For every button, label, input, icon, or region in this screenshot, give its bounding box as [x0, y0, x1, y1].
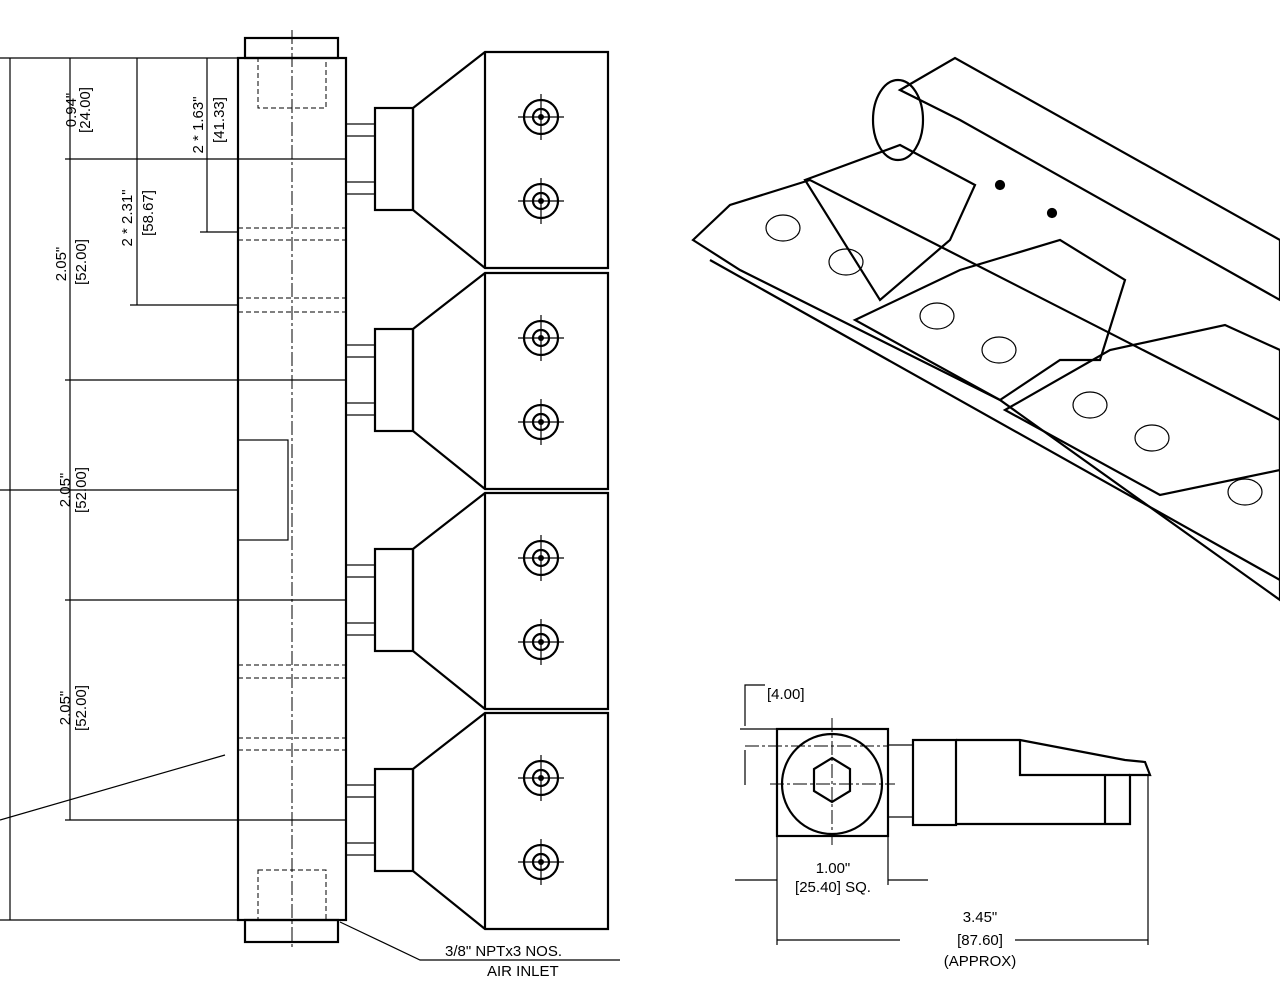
svg-text:[52.00]: [52.00] [73, 467, 90, 513]
svg-text:[52.00]: [52.00] [73, 685, 90, 731]
dim-2.05-a: 2.05" [52.00] [53, 239, 90, 285]
dim-side-square: 1.00" [25.40] SQ. [795, 860, 871, 896]
svg-text:3/8" NPTx3 NOS.: 3/8" NPTx3 NOS. [445, 943, 562, 960]
dim-0.94: 0.94" [24.00] [63, 87, 94, 133]
svg-text:[25.40] SQ.: [25.40] SQ. [795, 879, 871, 896]
manifold-body [236, 30, 348, 950]
svg-text:AIR INLET: AIR INLET [487, 963, 559, 980]
svg-text:2.05": 2.05" [57, 691, 74, 726]
svg-text:1.00": 1.00" [816, 860, 851, 877]
nozzle [345, 50, 610, 270]
svg-text:[87.60]: [87.60] [957, 932, 1003, 949]
svg-text:[58.67]: [58.67] [140, 190, 157, 236]
dimension-lines [0, 57, 620, 961]
dim-2.05-c: 2.05" [52.00] [57, 685, 90, 731]
svg-text:[24.00]: [24.00] [77, 87, 94, 133]
isometric-view [691, 56, 1280, 602]
nozzle [345, 711, 610, 931]
dim-2.05-b: 2.05" [52.00] [57, 467, 90, 513]
svg-text:2.05": 2.05" [57, 473, 74, 508]
svg-text:0.94": 0.94" [63, 93, 80, 128]
side-view [745, 718, 1152, 845]
svg-text:[4.00]: [4.00] [767, 686, 805, 703]
dim-1.63: 2 * 1.63" [41.33] [190, 96, 228, 153]
svg-text:2 * 1.63": 2 * 1.63" [190, 96, 207, 153]
svg-text:[41.33]: [41.33] [211, 97, 228, 143]
dim-2.31: 2 * 2.31" [58.67] [119, 189, 157, 246]
svg-text:2 * 2.31": 2 * 2.31" [119, 189, 136, 246]
svg-text:3.45": 3.45" [963, 909, 998, 926]
dim-side-length: 3.45" [87.60] (APPROX) [944, 909, 1017, 970]
dim-side-top: [4.00] [767, 686, 805, 703]
svg-text:2.05": 2.05" [53, 247, 70, 282]
svg-text:(APPROX): (APPROX) [944, 953, 1017, 970]
side-dimension-lines [735, 684, 1149, 945]
air-inlet-note: 3/8" NPTx3 NOS. AIR INLET [445, 943, 562, 980]
nozzle [345, 491, 610, 711]
nozzle [345, 271, 610, 491]
svg-text:[52.00]: [52.00] [73, 239, 90, 285]
